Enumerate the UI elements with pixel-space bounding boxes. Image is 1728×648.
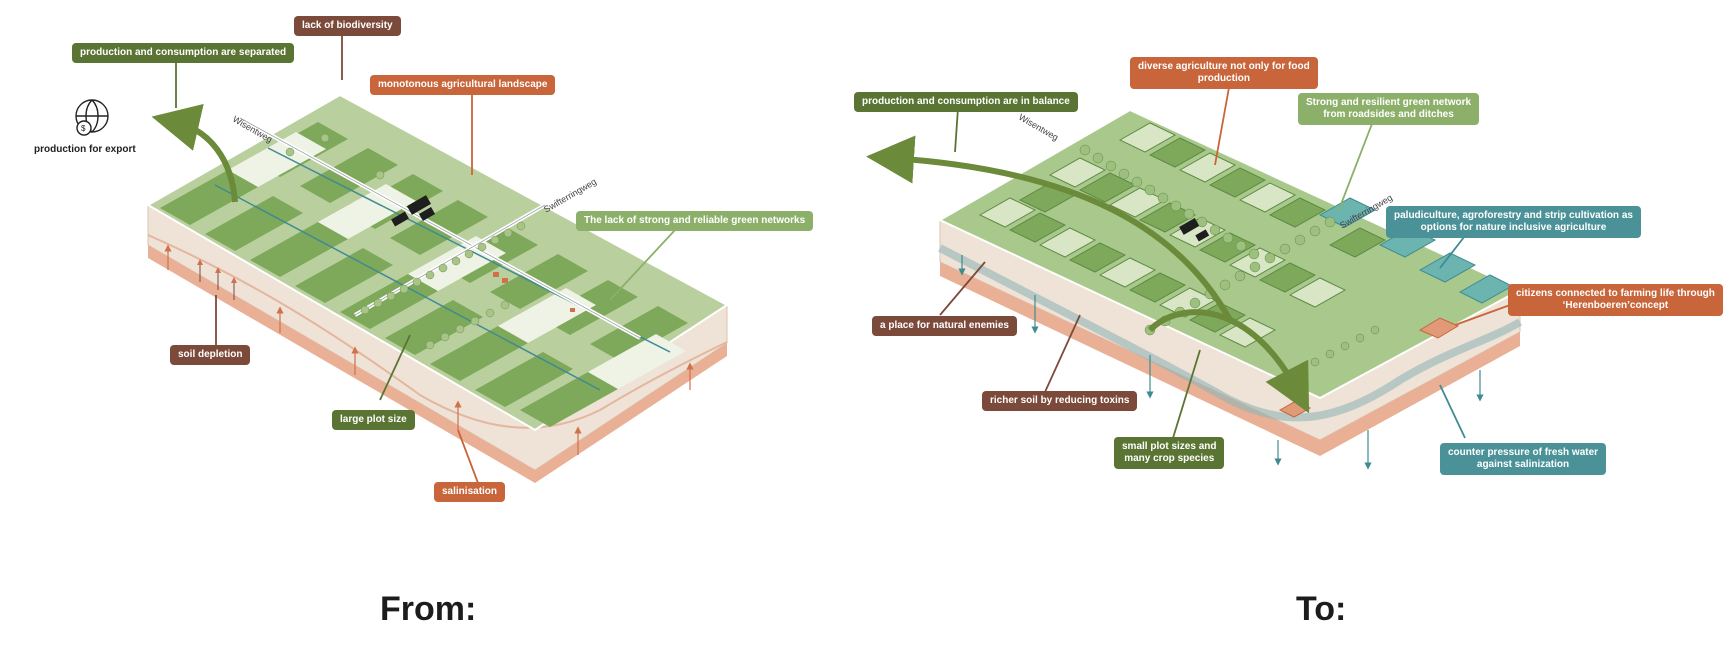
callout-paludiculture-line-2: options for nature inclusive agriculture bbox=[1420, 222, 1607, 233]
callout-richer-soil: richer soil by reducing toxins bbox=[982, 391, 1138, 411]
callout-counter-pressure-line-2: against salinization bbox=[1476, 459, 1570, 470]
callout-counter-pressure-line-1: counter pressure of fresh water bbox=[1448, 447, 1599, 458]
callout-citizens-herenboeren: citizens connected to farming life throu… bbox=[1508, 284, 1723, 316]
callout-green-network-line-2: from roadsides and ditches bbox=[1323, 109, 1454, 120]
title-to: To: bbox=[1296, 590, 1347, 628]
callout-citizens-line-1: citizens connected to farming life throu… bbox=[1516, 288, 1715, 299]
callout-natural-enemies: a place for natural enemies bbox=[872, 316, 1017, 336]
to-landscape-block bbox=[866, 108, 1523, 470]
callout-diverse-agriculture: diverse agriculture not only for food pr… bbox=[1130, 57, 1318, 89]
callout-production-balance: production and consumption are in balanc… bbox=[854, 92, 1078, 112]
callout-green-network: Strong and resilient green network from … bbox=[1298, 93, 1480, 125]
callout-counter-pressure: counter pressure of fresh water against … bbox=[1440, 443, 1607, 475]
svg-text:$: $ bbox=[81, 124, 86, 133]
callout-paludiculture: paludiculture, agroforestry and strip cu… bbox=[1386, 206, 1641, 238]
production-for-export-label: production for export bbox=[34, 144, 136, 155]
callout-small-plots-line-1: small plot sizes and bbox=[1122, 441, 1217, 452]
callout-diverse-line-1: diverse agriculture not only for food bbox=[1138, 61, 1310, 72]
callout-salinisation: salinisation bbox=[434, 482, 506, 502]
callout-small-plots-line-2: many crop species bbox=[1124, 453, 1215, 464]
from-leader-lines bbox=[175, 60, 411, 401]
callout-monotonous-landscape: monotonous agricultural landscape bbox=[370, 75, 556, 95]
callout-paludiculture-line-1: paludiculture, agroforestry and strip cu… bbox=[1394, 210, 1633, 221]
callout-production-separated: production and consumption are separated bbox=[72, 43, 295, 63]
callout-lack-green-networks: The lack of strong and reliable green ne… bbox=[576, 211, 814, 231]
globe-money-icon: $ bbox=[75, 99, 109, 136]
callout-citizens-line-2: ‘Herenboeren’concept bbox=[1562, 300, 1669, 311]
callout-soil-depletion: soil depletion bbox=[170, 345, 251, 365]
title-from: From: bbox=[380, 590, 477, 628]
callout-large-plot-size: large plot size bbox=[332, 410, 415, 430]
callout-lack-of-biodiversity: lack of biodiversity bbox=[294, 16, 401, 36]
callout-diverse-line-2: production bbox=[1197, 73, 1250, 84]
callout-small-plots: small plot sizes and many crop species bbox=[1114, 437, 1225, 469]
from-landscape-block bbox=[145, 93, 729, 483]
callout-green-network-line-1: Strong and resilient green network bbox=[1306, 97, 1472, 108]
